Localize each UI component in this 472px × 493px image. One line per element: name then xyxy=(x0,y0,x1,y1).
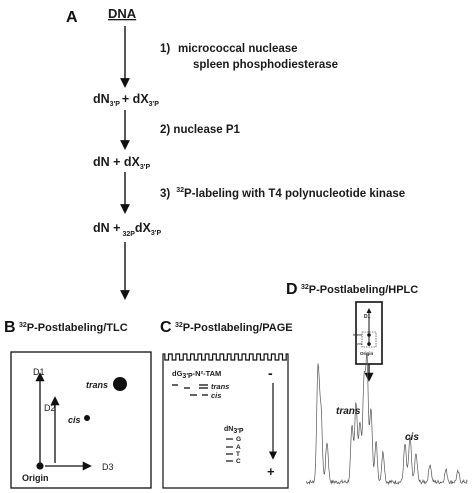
tlc-d2-label: D2 xyxy=(44,403,56,413)
panel-d-letter: D xyxy=(286,281,298,298)
step2-label: 2) nuclease P1 xyxy=(160,124,241,136)
gel-dn-label: dN3'P xyxy=(224,426,244,435)
product3-dx-sub: 3'P xyxy=(151,230,162,237)
panel-b-title-text: P-Postlabeling/TLC xyxy=(27,322,128,334)
panel-c-title-sup: 32 xyxy=(175,322,183,329)
gel-adduct-sub: 3'P xyxy=(182,373,193,380)
panel-b-title-sup: 32 xyxy=(19,322,27,329)
product1-plus-dx: + dX xyxy=(122,92,149,106)
panel-d-title: 32P-Postlabeling/HPLC xyxy=(301,284,418,296)
gel-marker-bands xyxy=(226,438,233,462)
panel-a-letter: A xyxy=(66,9,78,26)
tlc-plate xyxy=(10,351,152,489)
gel-trans-label: trans xyxy=(211,382,229,391)
panel-c: C 32P-Postlabeling/PAGE dG3'P-N²-TAM tra… xyxy=(160,319,293,489)
gel-bands xyxy=(172,384,208,396)
gel-plus-label: + xyxy=(267,464,275,479)
product1-dn: dN xyxy=(93,92,110,106)
tlc-cis-label: cis xyxy=(68,415,81,425)
product1: dN3'P+ dX3'P xyxy=(93,92,159,108)
gel-adduct-pre: dG xyxy=(172,369,183,378)
tlc-d3-label: D3 xyxy=(102,462,114,472)
gel-base-a: A xyxy=(236,444,241,451)
gel-base-t: T xyxy=(236,451,240,458)
step3-label: 3) 32P-labeling with T4 polynucleotide ki… xyxy=(160,187,405,200)
panel-b-title: 32P-Postlabeling/TLC xyxy=(19,322,128,334)
hplc-inset-d1-label: D1 xyxy=(364,314,371,320)
step1-line1: micrococcal nuclease xyxy=(178,43,298,55)
product2-sub: 3'P xyxy=(140,164,151,171)
hplc-inset-cutout xyxy=(361,331,377,348)
product3-label-sub: 32P xyxy=(122,231,135,238)
hplc-inset-cis-label: cis xyxy=(357,341,362,346)
gel-base-g: G xyxy=(236,436,241,443)
product3: dN +32PdX3'P xyxy=(93,221,161,238)
tlc-cis-spot xyxy=(84,415,90,421)
step1-line2: spleen phosphodiesterase xyxy=(193,59,338,71)
hplc-inset-cis-spot xyxy=(367,342,371,346)
panel-d: D 32P-Postlabeling/HPLC D1 trans cis Ori… xyxy=(286,281,468,486)
product3-dx: dX xyxy=(135,221,152,235)
panel-b-letter: B xyxy=(4,319,16,336)
panel-d-title-sup: 32 xyxy=(301,284,309,291)
panel-c-title-text: P-Postlabeling/PAGE xyxy=(183,322,293,334)
panel-d-title-text: P-Postlabeling/HPLC xyxy=(309,284,418,296)
step3-text: P-labeling with T4 polynucleotide kinase xyxy=(184,188,405,200)
product2: dN + dX3'P xyxy=(93,155,150,171)
hplc-cis-label: cis xyxy=(405,432,419,443)
gel-adduct-post: -N²-TAM xyxy=(193,369,222,378)
step1-number: 1) xyxy=(160,43,170,55)
hplc-inset-trans-spot xyxy=(367,333,371,337)
panel-c-letter: C xyxy=(160,319,172,336)
tlc-trans-label: trans xyxy=(86,380,108,390)
product1-dn-sub: 3'P xyxy=(110,101,121,108)
gel-cis-label: cis xyxy=(211,391,221,400)
gel-minus-label: - xyxy=(268,365,273,381)
gel-base-c: C xyxy=(236,458,241,465)
tlc-origin-spot xyxy=(36,462,44,470)
panel-a: A DNA 1) micrococcal nuclease spleen pho… xyxy=(66,6,405,300)
hplc-inset-trans-label: trans xyxy=(353,332,362,337)
product3-dn: dN + xyxy=(93,221,120,235)
tlc-d1-label: D1 xyxy=(33,367,45,377)
hplc-trans-label: trans xyxy=(336,406,361,417)
tlc-origin-label: Origin xyxy=(22,473,49,483)
gel-dn-text: dN xyxy=(224,426,233,433)
product1-dx-sub: 3'P xyxy=(149,101,160,108)
gel-adduct-label: dG3'P-N²-TAM xyxy=(172,369,221,380)
step3-number: 3) xyxy=(160,188,170,200)
panel-b: B 32P-Postlabeling/TLC D1 D2 D3 Origin t… xyxy=(4,319,152,489)
hplc-chromatogram-trace xyxy=(305,352,468,486)
dna-label: DNA xyxy=(108,6,137,21)
page-gel xyxy=(162,353,289,489)
step3-sup: 32 xyxy=(176,187,184,194)
gel-dn-sub: 3'P xyxy=(233,428,244,435)
tlc-trans-spot xyxy=(113,377,127,391)
product2-text: dN + dX xyxy=(93,155,141,169)
panel-c-title: 32P-Postlabeling/PAGE xyxy=(175,322,293,334)
